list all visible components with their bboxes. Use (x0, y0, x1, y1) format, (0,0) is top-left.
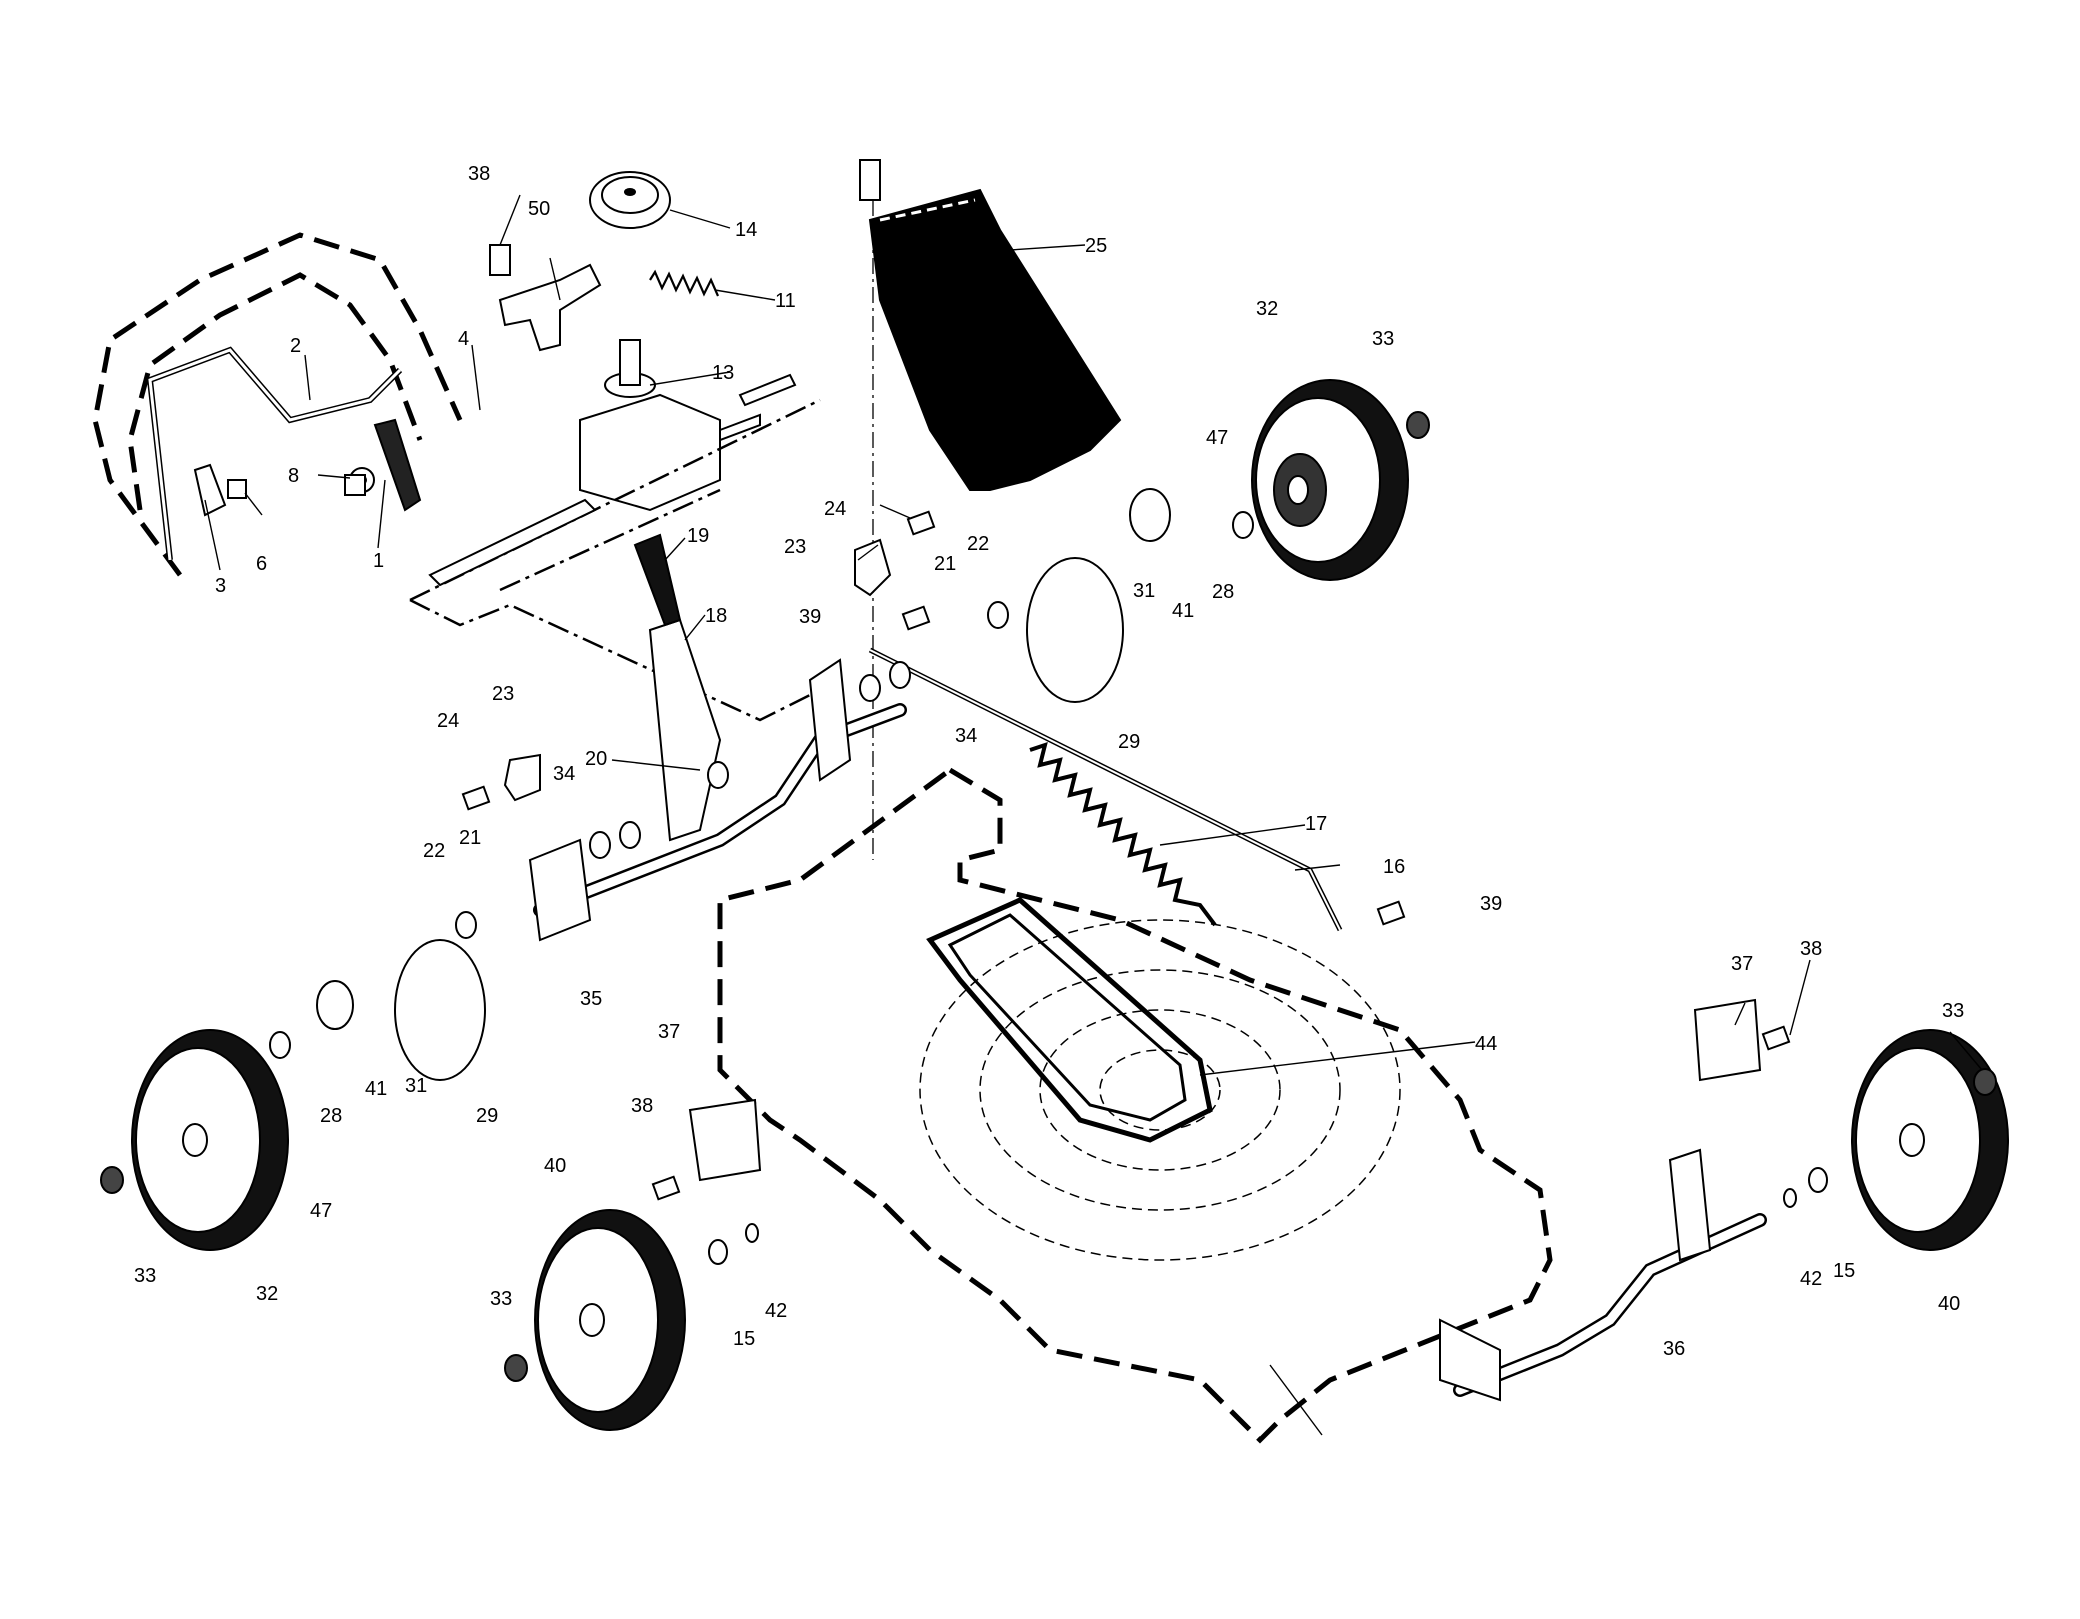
callout-34-upper: 34 (955, 725, 977, 747)
callout-44: 44 (1475, 1033, 1497, 1055)
callout-24-upper: 24 (824, 498, 846, 520)
callout-50: 50 (528, 198, 550, 220)
callout-6: 6 (256, 553, 267, 575)
wheel-brackets (688, 998, 1762, 1182)
front-axle (1439, 1148, 1767, 1402)
callout-33-right: 33 (1942, 1000, 1964, 1022)
callout-47-lower: 47 (310, 1200, 332, 1222)
callout-20: 20 (585, 748, 607, 770)
transmission (579, 339, 761, 512)
drive-disks (394, 557, 1124, 1081)
callout-33-lower-left: 33 (134, 1265, 156, 1287)
callout-17: 17 (1305, 813, 1327, 835)
callout-24-lower: 24 (437, 710, 459, 732)
callout-38-right: 38 (1800, 938, 1822, 960)
callout-40-right: 40 (1938, 1293, 1960, 1315)
callout-36: 36 (1663, 1338, 1685, 1360)
callout-33-lower-mid: 33 (490, 1288, 512, 1310)
callout-28-upper: 28 (1212, 581, 1234, 603)
control-bail (146, 346, 403, 561)
callout-31-lower: 31 (405, 1075, 427, 1097)
callout-16: 16 (1383, 856, 1405, 878)
pinion-gears (316, 488, 1171, 1030)
bolts (344, 474, 1791, 1201)
rear-deflector (859, 159, 1122, 491)
callout-1: 1 (373, 550, 384, 572)
handle-bracket (193, 463, 247, 517)
callout-39-upper: 39 (799, 606, 821, 628)
callout-25: 25 (1085, 235, 1107, 257)
cable-bracket (349, 418, 422, 512)
callout-14: 14 (735, 219, 757, 241)
rear-axle (528, 658, 907, 942)
callout-39-lower: 39 (1480, 893, 1502, 915)
pulley (589, 171, 671, 229)
callout-18: 18 (705, 605, 727, 627)
wheel-nuts (100, 411, 1997, 1382)
callout-21-lower: 21 (459, 827, 481, 849)
callout-33-upper-right: 33 (1372, 328, 1394, 350)
callout-2: 2 (290, 335, 301, 357)
callout-11: 11 (775, 290, 796, 312)
callout-41-upper: 41 (1172, 600, 1194, 622)
callout-38-left: 38 (631, 1095, 653, 1117)
callout-29-upper: 29 (1118, 731, 1140, 753)
callout-4: 4 (458, 328, 469, 350)
callout-19: 19 (687, 525, 709, 547)
callout-29-lower: 29 (476, 1105, 498, 1127)
callout-31-upper: 31 (1133, 580, 1155, 602)
callout-32-upper: 32 (1256, 298, 1278, 320)
callouts: 1 2 3 4 6 8 11 13 14 15 15 16 17 18 19 2… (134, 163, 1964, 1360)
callout-42-left: 42 (765, 1300, 787, 1322)
bracket-50 (489, 244, 602, 352)
spring-11 (649, 269, 720, 297)
callout-23-lower: 23 (492, 683, 514, 705)
callout-13: 13 (712, 362, 734, 384)
callout-21-upper: 21 (934, 553, 956, 575)
leader-lines (204, 194, 1983, 1436)
height-lever (633, 533, 722, 842)
callout-15-left: 15 (733, 1328, 755, 1350)
height-brackets (503, 538, 892, 802)
callout-15-right: 15 (1833, 1260, 1855, 1282)
callout-42-right: 42 (1800, 1268, 1822, 1290)
callout-40-left: 40 (544, 1155, 566, 1177)
wheel-right-front (1851, 1029, 2009, 1251)
wheel-right-rear (1251, 379, 1409, 581)
callout-47-upper: 47 (1206, 427, 1228, 449)
drive-axle (409, 373, 821, 722)
spring-17 (1029, 741, 1217, 927)
handle-outline (92, 232, 463, 577)
callout-22-upper: 22 (967, 533, 989, 555)
wheel-left-rear (131, 1029, 289, 1251)
wheel-left-front (534, 1209, 686, 1431)
mower-deck (717, 767, 1553, 1444)
callout-32-lower: 32 (256, 1283, 278, 1305)
callout-35: 35 (580, 988, 602, 1010)
callout-37-right: 37 (1731, 953, 1753, 975)
callout-38-top: 38 (468, 163, 490, 185)
callout-34-lower: 34 (553, 763, 575, 785)
callout-22-lower: 22 (423, 840, 445, 862)
link-rod (868, 647, 1343, 932)
washers (269, 511, 1828, 1265)
baffle (926, 897, 1213, 1143)
callout-3: 3 (215, 575, 226, 597)
callout-28-lower: 28 (320, 1105, 342, 1127)
callout-41-lower: 41 (365, 1078, 387, 1100)
callout-37-left: 37 (658, 1021, 680, 1043)
callout-8: 8 (288, 465, 299, 487)
callout-23-upper: 23 (784, 536, 806, 558)
